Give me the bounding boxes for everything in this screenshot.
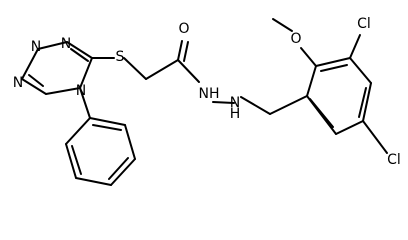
linker-chain xyxy=(91,40,308,115)
atom-label-n2: N xyxy=(31,39,41,55)
substituent-bonds xyxy=(272,18,388,154)
dichloromethoxyphenyl-ring xyxy=(306,57,372,135)
atom-label-imine-h: H xyxy=(230,106,241,122)
tetrazole-ring xyxy=(21,41,93,95)
molecule-structure: N N N N S O NH N H O Cl Cl xyxy=(13,16,401,186)
atom-label-methoxy-oxygen: O xyxy=(290,31,301,47)
atom-label-nh: NH xyxy=(199,86,220,102)
atom-label-s: S xyxy=(116,49,125,65)
atom-label-imine-n: N xyxy=(230,95,240,111)
atom-label-carbonyl-oxygen: O xyxy=(178,21,189,37)
atom-label-n1: N xyxy=(13,75,23,91)
atom-label-cl-top: Cl xyxy=(357,16,371,32)
atom-label-n3: N xyxy=(61,36,71,52)
atom-label-n4: N xyxy=(76,83,86,99)
phenyl-ring xyxy=(65,87,136,186)
atom-label-cl-bottom: Cl xyxy=(387,152,401,168)
